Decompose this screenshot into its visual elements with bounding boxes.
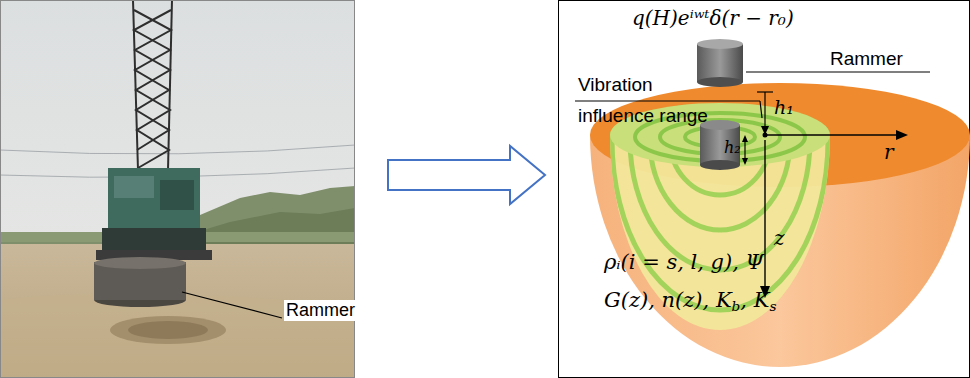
dimension-label: h₁ (774, 96, 794, 118)
parameter-list: G(z), n(z), Kb, Ks (604, 288, 776, 314)
region-name: influence range (578, 105, 708, 127)
subscript: b (732, 298, 741, 314)
load-formula: q(H)eⁱʷᵗδ(r − r₀) (632, 6, 794, 30)
axis-label: z (774, 226, 785, 250)
parameter-list: G(z), n(z), K (604, 288, 732, 312)
part-name: Rammer (830, 48, 903, 70)
region-name: Vibration (578, 74, 653, 96)
subscript: s (769, 298, 776, 314)
axis-label: r (884, 140, 894, 164)
part-name: Rammer (284, 300, 357, 321)
parameter-list: ρᵢ(i = s, l, g), Ψ (604, 250, 764, 274)
dimension-label: h₂ (724, 138, 741, 157)
parameter-list: , K (740, 288, 769, 312)
